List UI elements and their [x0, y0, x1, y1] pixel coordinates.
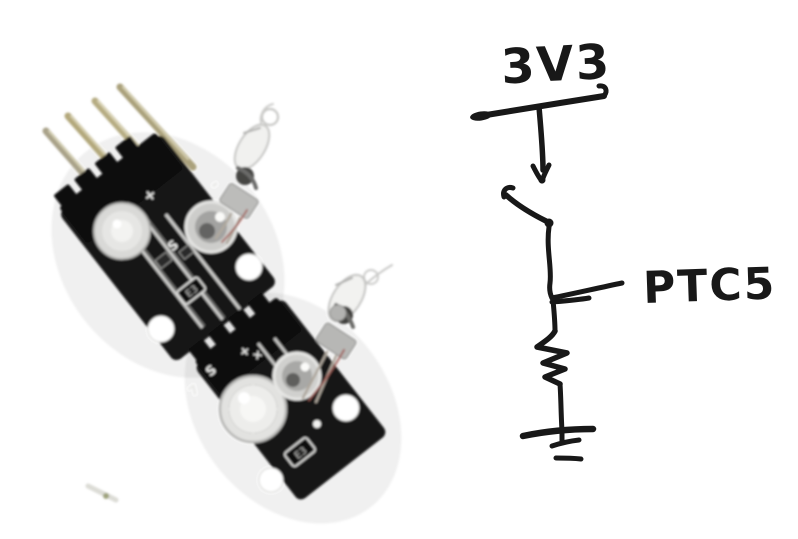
lamp-base: [315, 322, 357, 360]
signal-label: PTC5: [642, 258, 777, 314]
mount-hole: [258, 467, 284, 493]
circuit-schematic: 3V3 PTC5: [470, 34, 777, 462]
upper-photosensor-dark: [199, 223, 215, 239]
upper-module: E3 + - S: [54, 133, 275, 361]
lamp-filament-smear: [236, 166, 258, 190]
lamp-clip: [335, 277, 353, 286]
lamp-leg: [214, 212, 233, 240]
resistor-zigzag: [534, 328, 570, 387]
ground-line-3: [553, 455, 584, 462]
lamp-wire: [259, 103, 274, 127]
mount-hole: [235, 253, 263, 281]
lamp-clip: [243, 127, 261, 134]
lamp-red-wire: [221, 209, 248, 243]
lower-pin-housing: [195, 298, 302, 393]
lamp-wire-curl: [363, 269, 379, 285]
upper-led-glint: [112, 219, 122, 229]
lamp-glass: [233, 123, 271, 171]
mount-hole: [147, 315, 175, 343]
upper-lamp: [214, 103, 280, 245]
wire-switch-to-junction: [545, 224, 555, 301]
component-leg: [148, 219, 226, 319]
wire-rail-to-switch: [536, 104, 546, 173]
power-rail-hook: [596, 83, 609, 99]
lamp-leg: [301, 350, 329, 400]
lamp-base: [219, 183, 259, 219]
current-arrow-tip: [538, 176, 546, 184]
module-photo: E3 + - S: [42, 83, 402, 524]
switch-node: [544, 218, 554, 228]
lamp-filament: [236, 167, 254, 185]
wire-junction-to-resistor: [550, 297, 558, 334]
lower-lamp: [301, 264, 393, 404]
smd-component: [178, 244, 195, 260]
component-leg: [145, 220, 224, 321]
power-rail-end-blob: [470, 111, 492, 121]
lamp-red-wire: [307, 348, 346, 402]
upper-component-label-box: [176, 276, 207, 305]
stray-pin: [85, 483, 119, 503]
mount-hole: [332, 394, 360, 422]
upper-pin-housing: [60, 133, 183, 243]
signal-tap-line: [549, 280, 625, 301]
silkscreen-dot: [313, 420, 321, 428]
lower-module: E3 + × S 7: [186, 293, 386, 500]
ground-line-2: [549, 437, 582, 449]
lower-photosensor-glint: [300, 362, 310, 372]
lower-photosensor-dark: [286, 373, 300, 387]
upper-photosensor-glint: [215, 212, 225, 222]
upper-module-board-group: E3: [54, 133, 275, 361]
smd-component: [154, 251, 173, 270]
lamp-wire-curl: [260, 107, 280, 127]
lower-led-glint: [238, 392, 250, 404]
ground-line-1: [519, 425, 597, 440]
lower-component-label-box: [283, 436, 316, 468]
switch-lever: [503, 192, 549, 224]
lamp-base-ball: [329, 304, 347, 322]
supply-label: 3V3: [500, 34, 613, 96]
header-pin: [116, 83, 197, 171]
component-leg: [164, 213, 244, 313]
